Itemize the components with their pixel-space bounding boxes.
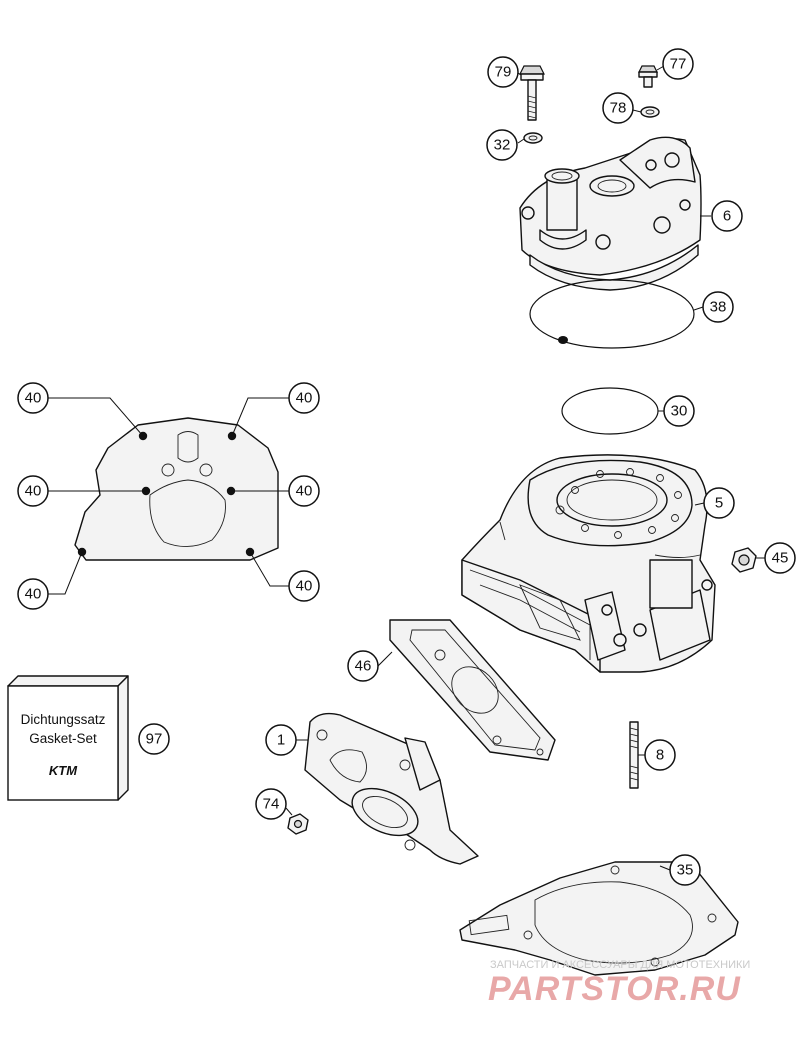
o-ring-38 bbox=[529, 279, 695, 349]
callout-1: 1 bbox=[265, 724, 297, 756]
nut-45 bbox=[731, 547, 757, 573]
bolt-77 bbox=[638, 65, 658, 88]
watermark: ЗАПЧАСТИ И АКСЕССУАРЫ ДЛЯ МОТОТЕХНИКИ PA… bbox=[488, 959, 750, 1008]
callout-45: 45 bbox=[764, 542, 796, 574]
callout-40-bottom-right: 40 bbox=[288, 570, 320, 602]
svg-text:40: 40 bbox=[25, 390, 42, 407]
intake-flange-1 bbox=[304, 712, 479, 865]
callout-79: 79 bbox=[487, 56, 519, 88]
callout-78: 78 bbox=[602, 92, 634, 124]
svg-text:6: 6 bbox=[723, 208, 731, 225]
washer-32 bbox=[523, 132, 543, 144]
gasket-set-box: Dichtungssatz Gasket-Set KTM bbox=[7, 675, 129, 801]
base-gasket-35 bbox=[459, 861, 739, 976]
washer-78 bbox=[640, 106, 660, 118]
svg-text:40: 40 bbox=[296, 483, 313, 500]
svg-text:78: 78 bbox=[610, 100, 627, 117]
svg-text:45: 45 bbox=[772, 550, 789, 567]
callout-6: 6 bbox=[711, 200, 743, 232]
svg-text:1: 1 bbox=[277, 732, 285, 749]
svg-text:40: 40 bbox=[296, 578, 313, 595]
callout-40-top-left: 40 bbox=[17, 382, 49, 414]
svg-text:38: 38 bbox=[710, 299, 727, 316]
svg-text:77: 77 bbox=[670, 56, 687, 73]
callout-8: 8 bbox=[644, 739, 676, 771]
callout-46: 46 bbox=[347, 650, 379, 682]
callout-40-mid-right: 40 bbox=[288, 475, 320, 507]
svg-text:46: 46 bbox=[355, 658, 372, 675]
gasket-40-detail bbox=[74, 417, 279, 561]
callout-97: 97 bbox=[138, 723, 170, 755]
svg-text:8: 8 bbox=[656, 747, 664, 764]
callout-40-mid-left: 40 bbox=[17, 475, 49, 507]
bolt-79 bbox=[519, 65, 545, 121]
gasket-box-line1: Dichtungssatz bbox=[21, 712, 106, 727]
svg-text:40: 40 bbox=[25, 586, 42, 603]
callout-40-top-right: 40 bbox=[288, 382, 320, 414]
svg-text:32: 32 bbox=[494, 137, 511, 154]
callout-32: 32 bbox=[486, 129, 518, 161]
cylinder-5 bbox=[461, 454, 716, 673]
callout-77: 77 bbox=[662, 48, 694, 80]
gasket-box-line2: Gasket-Set bbox=[29, 731, 97, 746]
svg-text:79: 79 bbox=[495, 64, 512, 81]
callout-5: 5 bbox=[703, 487, 735, 519]
watermark-brand: PARTSTOR.RU bbox=[488, 970, 741, 1008]
callout-30: 30 bbox=[663, 395, 695, 427]
leader-lines bbox=[48, 65, 765, 871]
svg-text:74: 74 bbox=[263, 796, 280, 813]
svg-text:30: 30 bbox=[671, 403, 688, 420]
watermark-tagline: ЗАПЧАСТИ И АКСЕССУАРЫ ДЛЯ МОТОТЕХНИКИ bbox=[490, 959, 750, 971]
callout-35: 35 bbox=[669, 854, 701, 886]
nut-74 bbox=[287, 813, 309, 835]
svg-text:97: 97 bbox=[146, 731, 163, 748]
svg-text:40: 40 bbox=[296, 390, 313, 407]
callout-40-bottom-left: 40 bbox=[17, 578, 49, 610]
svg-text:35: 35 bbox=[677, 862, 694, 879]
svg-text:40: 40 bbox=[25, 483, 42, 500]
cylinder-head-6 bbox=[519, 136, 702, 291]
o-ring-30 bbox=[561, 387, 659, 435]
callout-74: 74 bbox=[255, 788, 287, 820]
ktm-logo: KTM bbox=[49, 763, 78, 778]
callout-38: 38 bbox=[702, 291, 734, 323]
stud-8 bbox=[629, 721, 639, 789]
gasket-46 bbox=[389, 619, 556, 761]
svg-text:5: 5 bbox=[715, 495, 723, 512]
